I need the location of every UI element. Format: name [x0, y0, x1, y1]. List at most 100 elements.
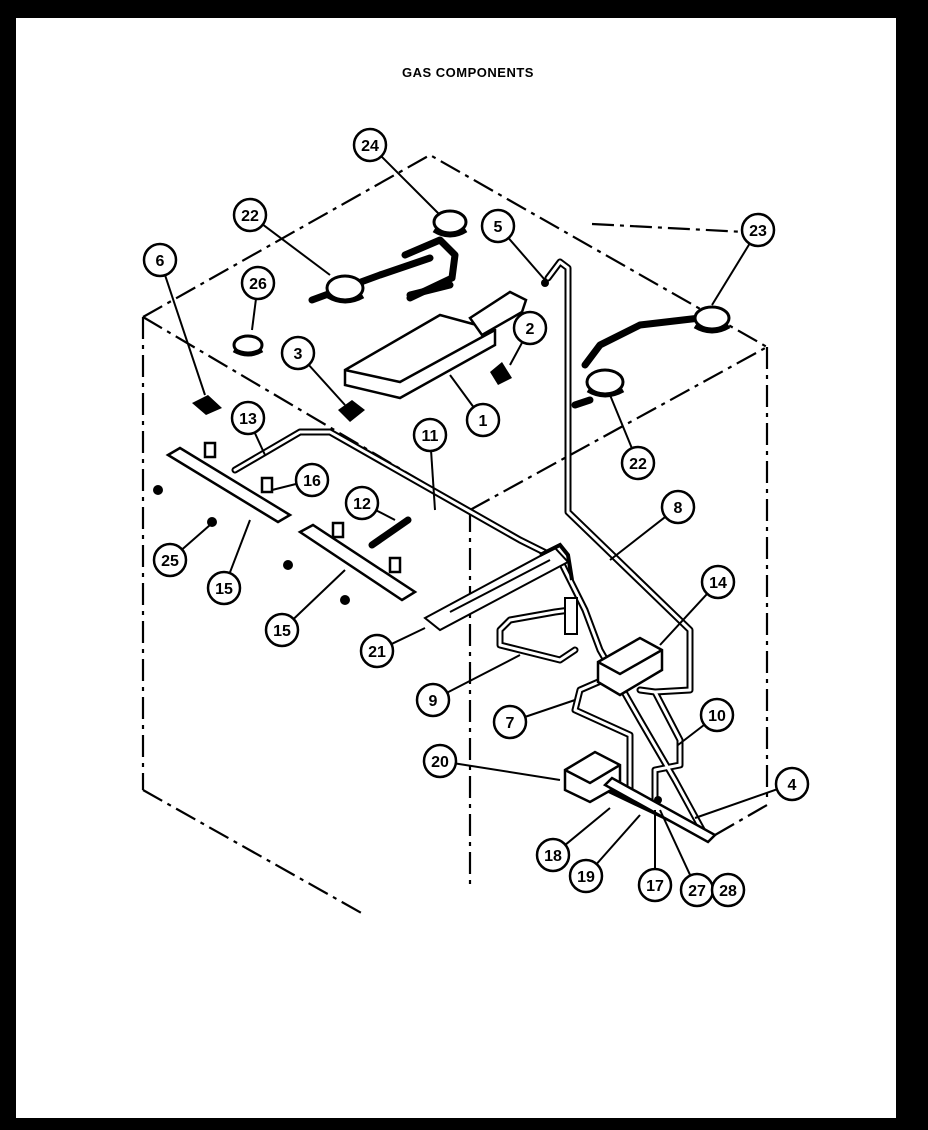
callout-circle: [294, 462, 330, 498]
callout-circle: [710, 872, 746, 908]
leader-line-25: [181, 524, 211, 551]
leader-line-10: [677, 723, 705, 746]
leader-line-9: [446, 654, 521, 694]
leader-line-21: [390, 627, 426, 645]
callout-circle: [232, 197, 268, 233]
callout-16: 16: [294, 462, 330, 498]
surface-burner-heads: [232, 209, 731, 396]
callout-14: 14: [700, 564, 736, 600]
callout-circle: [240, 265, 276, 301]
callout-15: 15: [206, 570, 242, 606]
callout-10: 10: [699, 697, 735, 733]
callout-circle: [206, 570, 242, 606]
callout-label: 4: [788, 777, 797, 794]
callout-13: 13: [230, 400, 266, 436]
callout-circle: [637, 867, 673, 903]
callout-1: 1: [465, 402, 501, 438]
leader-line-4: [694, 788, 778, 819]
leader-line-8: [609, 516, 666, 561]
callout-28: 28: [710, 872, 746, 908]
callout-circle: [492, 704, 528, 740]
callout-label: 22: [629, 456, 647, 473]
leader-line-16: [271, 482, 297, 491]
callout-circle: [415, 682, 451, 718]
callout-17: 17: [637, 867, 673, 903]
leader-line-7: [524, 699, 576, 718]
callout-label: 10: [708, 708, 726, 725]
leader-line-22: [609, 394, 633, 449]
callout-label: 19: [577, 869, 595, 886]
paper: [16, 18, 896, 1118]
callout-21: 21: [359, 633, 395, 669]
callout-label: 28: [719, 883, 737, 900]
callout-label: 14: [709, 575, 727, 592]
callout-label: 26: [249, 276, 267, 293]
callout-18: 18: [535, 837, 571, 873]
regulator-block: [596, 636, 664, 697]
callout-circle: [152, 542, 188, 578]
callout-circle: [264, 612, 300, 648]
callout-8: 8: [660, 489, 696, 525]
leader-line-12: [375, 509, 396, 521]
callout-circle: [230, 400, 266, 436]
callout-circle: [740, 212, 776, 248]
leader-line-5: [507, 237, 546, 281]
callout-label: 16: [303, 473, 321, 490]
hardware-parts: [153, 279, 662, 804]
callout-circle: [660, 489, 696, 525]
callout-label: 5: [494, 219, 503, 236]
leader-line-13: [253, 432, 266, 456]
callout-label: 13: [239, 411, 257, 428]
callout-label: 11: [422, 428, 439, 445]
callout-19: 19: [568, 858, 604, 894]
callout-label: 17: [646, 878, 664, 895]
leader-line-14: [659, 593, 708, 646]
callout-9: 9: [415, 682, 451, 718]
callout-26: 26: [240, 265, 276, 301]
callout-circle: [280, 335, 316, 371]
callout-label: 7: [506, 715, 515, 732]
callout-circle: [142, 242, 178, 278]
leader-line-1: [449, 374, 475, 408]
oven-burner: [423, 542, 578, 635]
leader-line-11: [430, 450, 436, 511]
callout-label: 22: [241, 208, 259, 225]
callout-label: 15: [273, 623, 291, 640]
callout-22: 22: [232, 197, 268, 233]
callout-circle: [422, 743, 458, 779]
callout-label: 25: [161, 553, 179, 570]
leader-line-2: [509, 341, 524, 366]
diagram-title: GAS COMPONENTS: [402, 65, 534, 80]
callout-circle: [512, 310, 548, 346]
callout-label: 9: [429, 693, 438, 710]
callout-24: 24: [352, 127, 388, 163]
callout-circle: [568, 858, 604, 894]
gas-tubing-inner: [233, 260, 707, 837]
callout-circle: [412, 417, 448, 453]
callout-circle: [535, 837, 571, 873]
cabinet-outline: [141, 153, 769, 916]
callout-label: 20: [431, 754, 449, 771]
callout-6: 6: [142, 242, 178, 278]
callout-circle: [344, 485, 380, 521]
callout-15: 15: [264, 612, 300, 648]
callout-circle: [480, 208, 516, 244]
callout-27: 27: [679, 872, 715, 908]
callout-circle: [620, 445, 656, 481]
callout-label: 2: [526, 321, 535, 338]
burner-head-bands: [232, 227, 731, 398]
leader-line-15: [292, 569, 346, 620]
leader-line-27: [659, 809, 692, 876]
leader-line-26: [251, 298, 257, 331]
valve-manifolds: [165, 441, 418, 602]
callout-12: 12: [344, 485, 380, 521]
callout-22: 22: [620, 445, 656, 481]
leader-lines: [164, 155, 778, 876]
callout-23: 23: [740, 212, 776, 248]
callout-label: 15: [215, 581, 233, 598]
leader-line-22: [262, 223, 331, 276]
top-burner-box: [343, 290, 528, 400]
